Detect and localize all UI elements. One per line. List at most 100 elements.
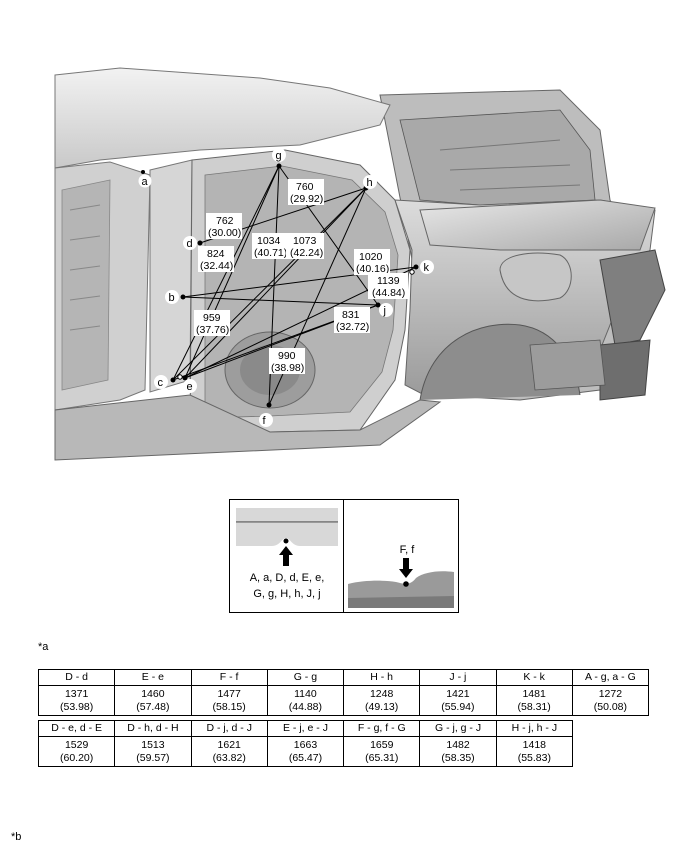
table2-cell: 1418(55.83) [495,736,574,767]
cell-mm: 1663 [293,738,318,751]
point-labels: g h a d b k j c e f [138,148,434,427]
point-k [413,264,419,270]
inset-right-label: F, f [399,544,415,556]
dim-824-in: (32.44) [200,260,233,272]
table2-header: H - j, h - J [495,720,574,737]
table2-header: E - j, e - J [266,720,345,737]
table1-header: H - h [342,669,421,686]
label-b: b [169,292,175,304]
cell-mm: 1418 [522,738,547,751]
cell-in: (50.08) [593,700,628,713]
dim-1073: 1073 [293,235,317,247]
dim-990: 990 [278,350,296,362]
dim-1139: 1139 [377,275,400,287]
table1-cell: 1140(44.88) [266,685,345,716]
dim-831-in: (32.72) [336,321,369,333]
inset-left-detail: A, a, D, d, E, e, G, g, H, h, J, j [229,499,345,613]
cell-in: (65.31) [365,751,399,764]
table2-cell: 1621(63.82) [190,736,268,767]
label-h: h [367,177,373,189]
table1-header: G - g [266,669,345,686]
table1-value-row: 1371(53.98) 1460(57.48) 1477(58.15) 1140… [37,685,650,716]
label-j: j [383,305,386,317]
dim-1034: 1034 [257,235,281,247]
point-c [170,377,176,383]
cell-mm: 1481 [522,687,546,700]
cell-in: (65.47) [288,751,323,764]
table1-header: A - g, a - G [571,669,650,686]
table2-cell: 1663(65.47) [266,736,345,767]
cell-mm: 1272 [598,687,623,700]
cell-in: (44.88) [288,700,323,713]
dimension-table-1: D - d E - e F - f G - g H - h J - j K - … [37,669,650,716]
inset-right-graphic [348,558,454,608]
cell-in: (59.57) [136,751,170,764]
point-a [141,170,145,174]
dim-959: 959 [203,312,221,324]
table1-header: E - e [114,669,192,686]
vehicle-body-structure [54,67,666,461]
dim-831: 831 [342,309,360,321]
table1-cell: 1460(57.48) [114,685,192,716]
label-k: k [424,262,430,274]
cell-mm: 1513 [141,738,165,751]
hole-c [177,374,183,380]
cell-mm: 1529 [64,738,89,751]
table2-header: G - j, g - J [419,720,497,737]
note-b: *b [11,831,22,843]
table1-header: F - f [190,669,268,686]
cell-in: (58.15) [212,700,246,713]
table1-header-row: D - d E - e F - f G - g H - h J - j K - … [37,669,650,686]
table2-header: F - g, f - G [343,720,421,737]
cell-in: (58.35) [441,751,475,764]
note-a: *a [38,641,49,653]
cell-in: (49.13) [364,700,399,713]
label-e: e [187,381,193,393]
dim-1020-in: (40.16) [356,263,389,275]
dim-1139-in: (44.84) [372,287,405,299]
table2-value-row: 1529(60.20) 1513(59.57) 1621(63.82) 1663… [37,736,574,767]
table2-header-row: D - e, d - E D - h, d - H D - j, d - J E… [37,720,574,737]
table2-cell: 1482(58.35) [419,736,497,767]
table2-header: D - j, d - J [190,720,268,737]
table1-cell: 1481(58.31) [495,685,573,716]
inset-left-label-1: A, a, D, d, E, e, [249,572,325,584]
dimension-labels: 760 (29.92) 762 (30.00) 824 (32.44) 1034… [194,179,408,374]
dim-760-in: (29.92) [290,193,323,205]
dim-760: 760 [296,181,314,193]
dim-824: 824 [207,248,225,260]
cell-in: (57.48) [136,700,170,713]
cell-mm: 1477 [217,687,241,700]
dim-1034-in: (40.71) [254,247,287,259]
table1-cell: 1477(58.15) [190,685,268,716]
cell-in: (55.94) [441,700,475,713]
label-g: g [276,150,282,162]
point-b [180,294,186,300]
label-c: c [158,377,164,389]
point-e [182,375,188,381]
table1-header: J - j [419,669,497,686]
table2-cell: 1529(60.20) [37,736,116,767]
cell-mm: 1482 [446,738,470,751]
cell-mm: 1140 [294,687,317,700]
cell-mm: 1460 [141,687,165,700]
inset-right-detail: F, f [343,499,459,613]
cell-in: (53.98) [59,700,94,713]
arrow-down-icon [399,558,413,578]
cell-mm: 1248 [369,687,394,700]
dim-1020: 1020 [359,251,383,263]
dimension-table-2: D - e, d - E D - h, d - H D - j, d - J E… [37,720,574,767]
table2-cell: 1659(65.31) [343,736,421,767]
body-side-diagram: g h a d b k j c e f 760 (29.92) 762 (30.… [54,67,666,461]
cell-mm: 1659 [370,738,394,751]
inset-left-graphic [236,508,338,566]
table1-header: D - d [37,669,116,686]
inset-left-label-2: G, g, H, h, J, j [253,588,321,600]
dim-1073-in: (42.24) [290,247,323,259]
table1-cell: 1421(55.94) [419,685,497,716]
table2-cell: 1513(59.57) [114,736,192,767]
point-f [266,402,272,408]
cell-mm: 1621 [217,738,241,751]
cell-mm: 1421 [446,687,470,700]
cell-in: (63.82) [212,751,246,764]
